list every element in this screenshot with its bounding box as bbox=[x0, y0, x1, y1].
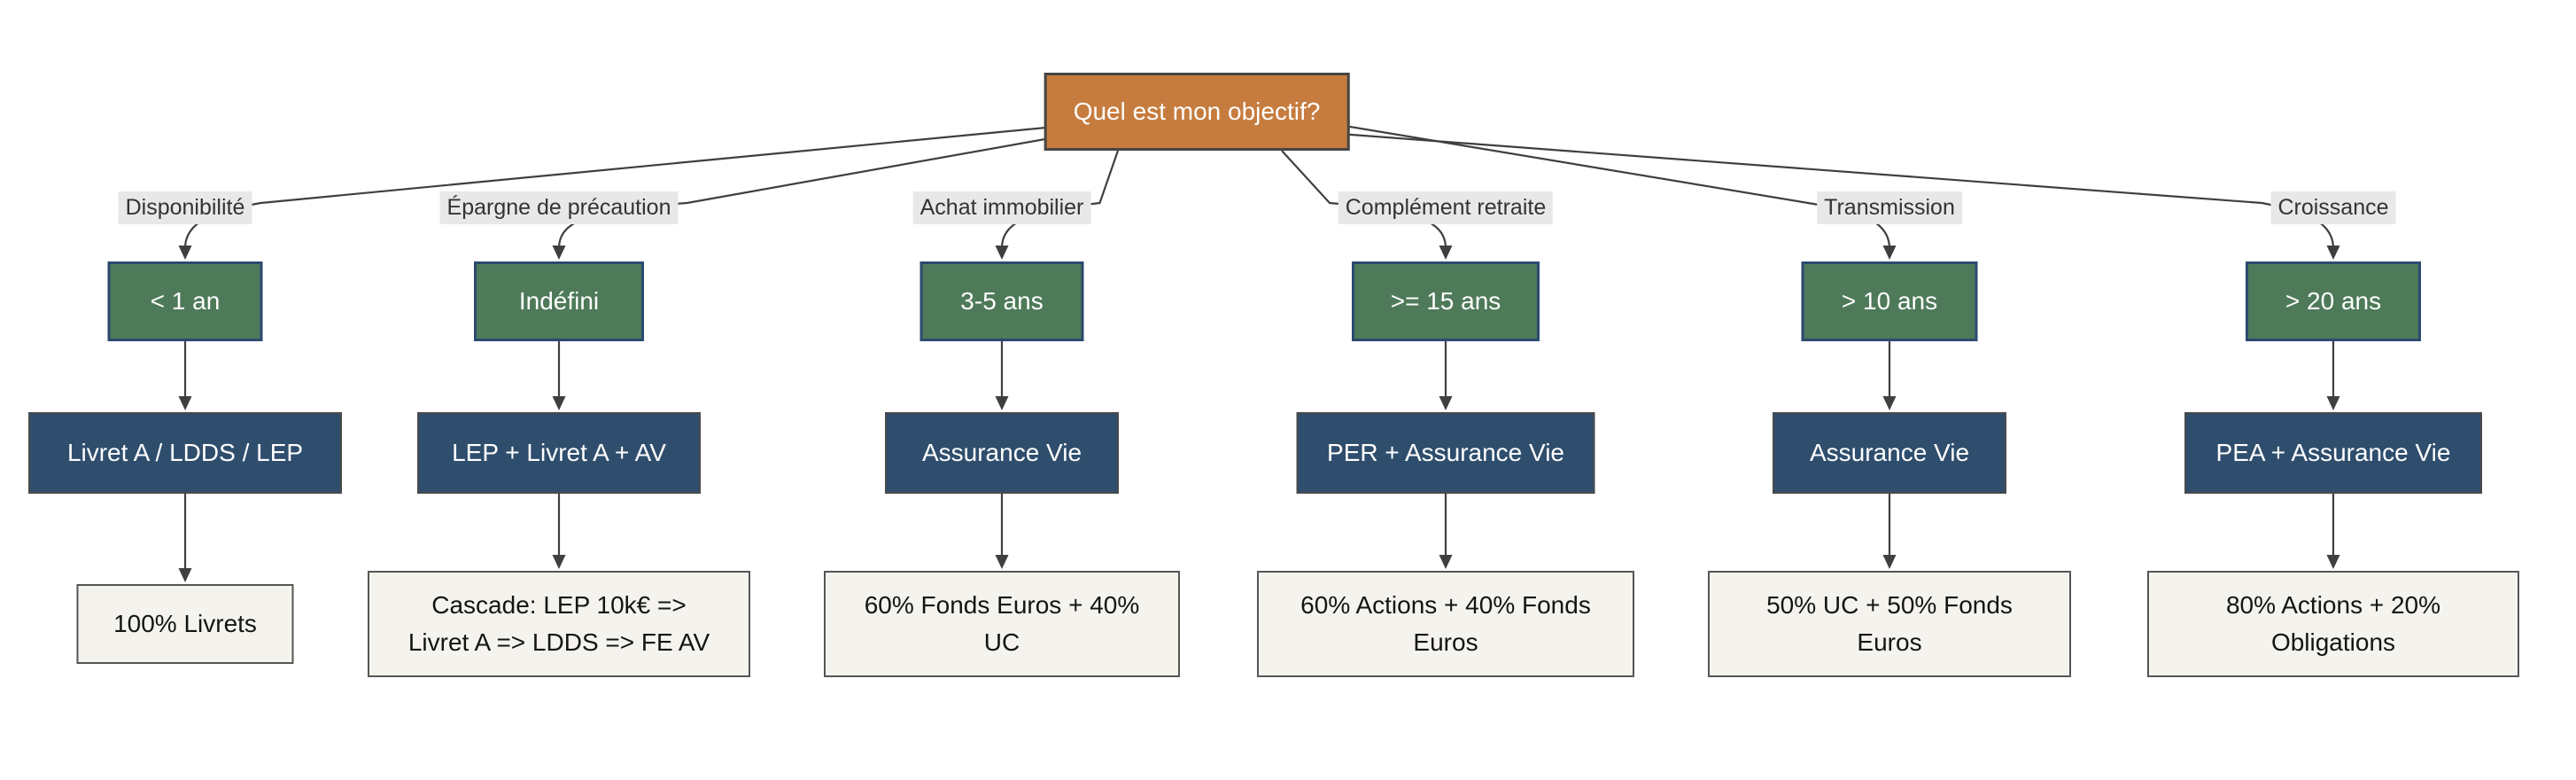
branch-label: Transmission bbox=[1817, 191, 1962, 224]
product-node: Assurance Vie bbox=[885, 412, 1119, 494]
product-node: Livret A / LDDS / LEP bbox=[28, 412, 342, 494]
allocation-node: 50% UC + 50% Fonds Euros bbox=[1708, 571, 2071, 677]
branch-label: Disponibilité bbox=[118, 191, 252, 224]
horizon-node: Indéfini bbox=[474, 261, 644, 341]
allocation-slot: 60% Fonds Euros + 40% UC bbox=[824, 567, 1180, 681]
allocation-slot: Cascade: LEP 10k€ => Livret A => LDDS =>… bbox=[368, 567, 750, 681]
allocation-node: 100% Livrets bbox=[76, 584, 294, 664]
horizon-node: >= 15 ans bbox=[1352, 261, 1540, 341]
allocation-slot: 60% Actions + 40% Fonds Euros bbox=[1257, 567, 1634, 681]
allocation-node: 60% Fonds Euros + 40% UC bbox=[824, 571, 1180, 677]
root-node: Quel est mon objectif? bbox=[1044, 73, 1350, 151]
horizon-node: 3-5 ans bbox=[919, 261, 1084, 341]
branch-label: Croissance bbox=[2270, 191, 2396, 224]
allocation-node: Cascade: LEP 10k€ => Livret A => LDDS =>… bbox=[368, 571, 750, 677]
allocation-node: 60% Actions + 40% Fonds Euros bbox=[1257, 571, 1634, 677]
branch-label: Épargne de précaution bbox=[439, 191, 679, 224]
branch-label: Complément retraite bbox=[1338, 191, 1554, 224]
horizon-node: < 1 an bbox=[107, 261, 263, 341]
branch-label: Achat immobilier bbox=[912, 191, 1091, 224]
allocation-slot: 80% Actions + 20% Obligations bbox=[2147, 567, 2519, 681]
product-node: Assurance Vie bbox=[1773, 412, 2006, 494]
horizon-node: > 10 ans bbox=[1801, 261, 1978, 341]
product-node: PEA + Assurance Vie bbox=[2184, 412, 2482, 494]
product-node: PER + Assurance Vie bbox=[1296, 412, 1595, 494]
horizon-node: > 20 ans bbox=[2246, 261, 2421, 341]
allocation-slot: 50% UC + 50% Fonds Euros bbox=[1708, 567, 2071, 681]
allocation-node: 80% Actions + 20% Obligations bbox=[2147, 571, 2519, 677]
allocation-slot: 100% Livrets bbox=[76, 567, 294, 681]
product-node: LEP + Livret A + AV bbox=[417, 412, 701, 494]
